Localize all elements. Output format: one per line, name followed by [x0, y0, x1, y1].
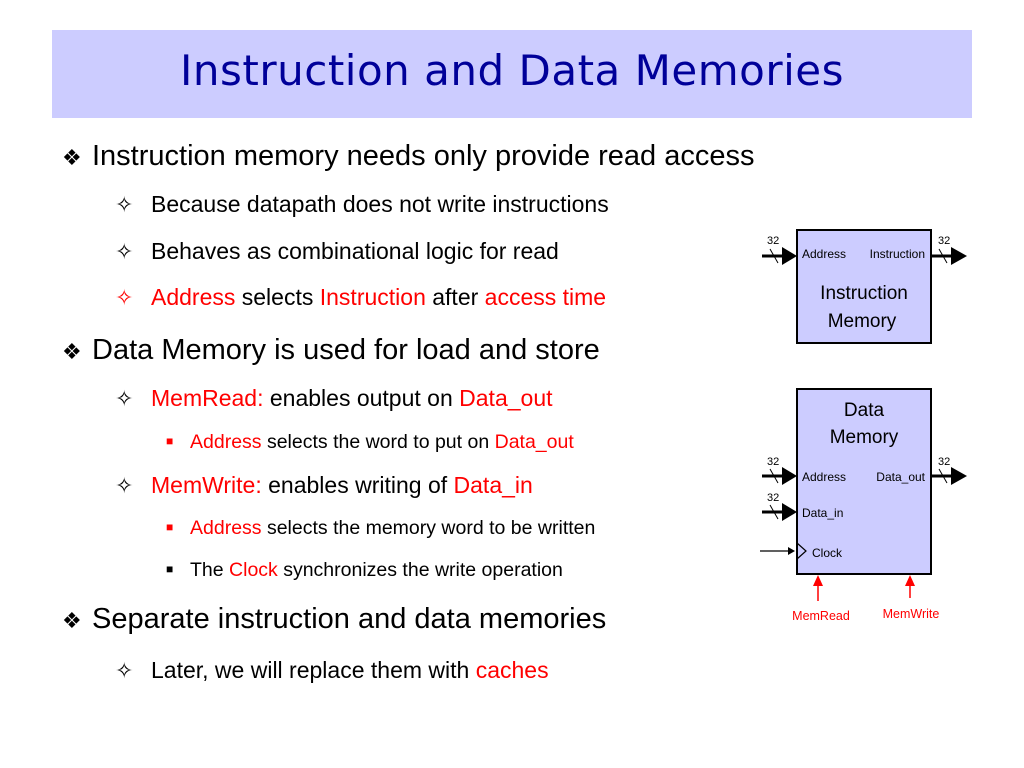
term-data-out: Data_out	[494, 431, 574, 453]
memwrite-label: MemWrite	[883, 607, 940, 621]
data-memory-box	[796, 388, 932, 575]
bullet-text: Later, we will replace them with	[151, 657, 476, 683]
bullet-text: Behaves as combinational logic for read	[151, 238, 559, 264]
bus-slash	[938, 468, 948, 484]
term-address: Address	[151, 284, 236, 310]
term-memread: MemRead:	[151, 385, 264, 411]
bus-slash	[938, 248, 948, 264]
arrow-up-icon	[813, 575, 823, 586]
sub-bullet-caches: ✧ Later, we will replace them with caches	[115, 657, 549, 684]
arrow-right-icon	[782, 503, 797, 521]
diamond-bullet-icon: ❖	[62, 145, 82, 170]
bullet-text: enables output on	[263, 385, 460, 411]
port-data-out-label: Data_out	[876, 470, 925, 484]
term-instruction: Instruction	[319, 284, 426, 310]
memread-label: MemRead	[792, 609, 850, 623]
instruction-memory-label-2: Memory	[828, 311, 897, 332]
sub-sub-bullet-write-address: ■ Address selects the memory word to be w…	[166, 517, 595, 540]
term-access-time: access time	[484, 284, 607, 310]
bullet-separate-memories: ❖ Separate instruction and data memories	[62, 603, 606, 636]
bullet-text: selects the memory word to be written	[261, 517, 596, 539]
instruction-memory-block: Instruction Memory Address Instruction 3…	[762, 229, 967, 344]
sub-bullet-combinational: ✧ Behaves as combinational logic for read	[115, 238, 559, 265]
port-clock-label: Clock	[812, 546, 843, 560]
bullet-text: selects the word to put on	[261, 431, 495, 453]
term-clock: Clock	[229, 559, 278, 581]
bus-width-label: 32	[938, 235, 950, 247]
bullet-text: Instruction memory needs only provide re…	[92, 140, 755, 172]
term-address: Address	[190, 431, 262, 453]
port-address-label: Address	[802, 470, 846, 484]
term-address: Address	[190, 517, 262, 539]
bus-width-label: 32	[938, 456, 950, 468]
bullet-instruction-memory: ❖ Instruction memory needs only provide r…	[62, 140, 754, 173]
star-bullet-icon: ✧	[115, 192, 134, 217]
data-memory-block: Data Memory Address Data_out Data_in Clo…	[760, 388, 967, 623]
arrow-right-icon	[951, 467, 967, 485]
term-memwrite: MemWrite:	[151, 472, 262, 498]
arrow-right-icon	[782, 467, 797, 485]
port-address-label: Address	[802, 247, 846, 261]
bullet-text: selects	[235, 284, 320, 310]
square-bullet-icon: ■	[166, 434, 174, 448]
star-bullet-icon: ✧	[115, 473, 134, 498]
bullet-text: synchronizes the write operation	[277, 559, 563, 581]
bullet-text: The	[190, 559, 230, 581]
sub-bullet-memread: ✧ MemRead: enables output on Data_out	[115, 385, 553, 412]
bullet-data-memory: ❖ Data Memory is used for load and store	[62, 334, 600, 367]
bus-width-label: 32	[767, 235, 779, 247]
arrow-up-icon	[905, 575, 915, 586]
bullet-text: Because datapath does not write instruct…	[151, 191, 609, 217]
data-memory-label-2: Memory	[830, 427, 899, 448]
star-bullet-icon: ✧	[115, 386, 134, 411]
page-title: Instruction and Data Memories	[180, 46, 844, 95]
term-data-in: Data_in	[453, 472, 533, 498]
sub-sub-bullet-read-address: ■ Address selects the word to put on Data…	[166, 431, 574, 454]
bus-slash	[769, 504, 779, 520]
bus-slash	[769, 248, 779, 264]
title-bar	[52, 30, 972, 118]
bus-width-label: 32	[767, 492, 779, 504]
sub-bullet-access-time: ✧ Address selects Instruction after acces…	[115, 284, 606, 311]
star-bullet-icon: ✧	[115, 658, 134, 683]
bullet-text: Data Memory is used for load and store	[92, 334, 600, 366]
port-instruction-label: Instruction	[870, 247, 925, 261]
bullet-text: Separate instruction and data memories	[92, 603, 607, 635]
sub-bullet-no-write: ✧ Because datapath does not write instruc…	[115, 191, 609, 218]
clock-edge-icon	[796, 542, 807, 560]
square-bullet-icon: ■	[166, 562, 174, 576]
sub-bullet-memwrite: ✧ MemWrite: enables writing of Data_in	[115, 472, 533, 499]
bus-slash	[769, 468, 779, 484]
term-caches: caches	[475, 657, 549, 683]
instruction-memory-label-1: Instruction	[820, 283, 908, 304]
term-data-out: Data_out	[459, 385, 553, 411]
bus-width-label: 32	[767, 456, 779, 468]
port-data-in-label: Data_in	[802, 506, 843, 520]
bullet-text: enables writing of	[261, 472, 454, 498]
arrow-right-icon	[788, 547, 795, 555]
arrow-right-icon	[782, 247, 797, 265]
arrow-right-icon	[951, 247, 967, 265]
square-bullet-icon: ■	[166, 520, 174, 534]
star-bullet-icon: ✧	[115, 239, 134, 264]
star-bullet-icon: ✧	[115, 285, 134, 310]
diamond-bullet-icon: ❖	[62, 608, 82, 633]
sub-sub-bullet-clock: ■ The Clock synchronizes the write operat…	[166, 559, 563, 582]
data-memory-label-1: Data	[844, 400, 885, 421]
instruction-memory-box	[796, 229, 932, 344]
bullet-text: after	[425, 284, 485, 310]
diamond-bullet-icon: ❖	[62, 339, 82, 364]
